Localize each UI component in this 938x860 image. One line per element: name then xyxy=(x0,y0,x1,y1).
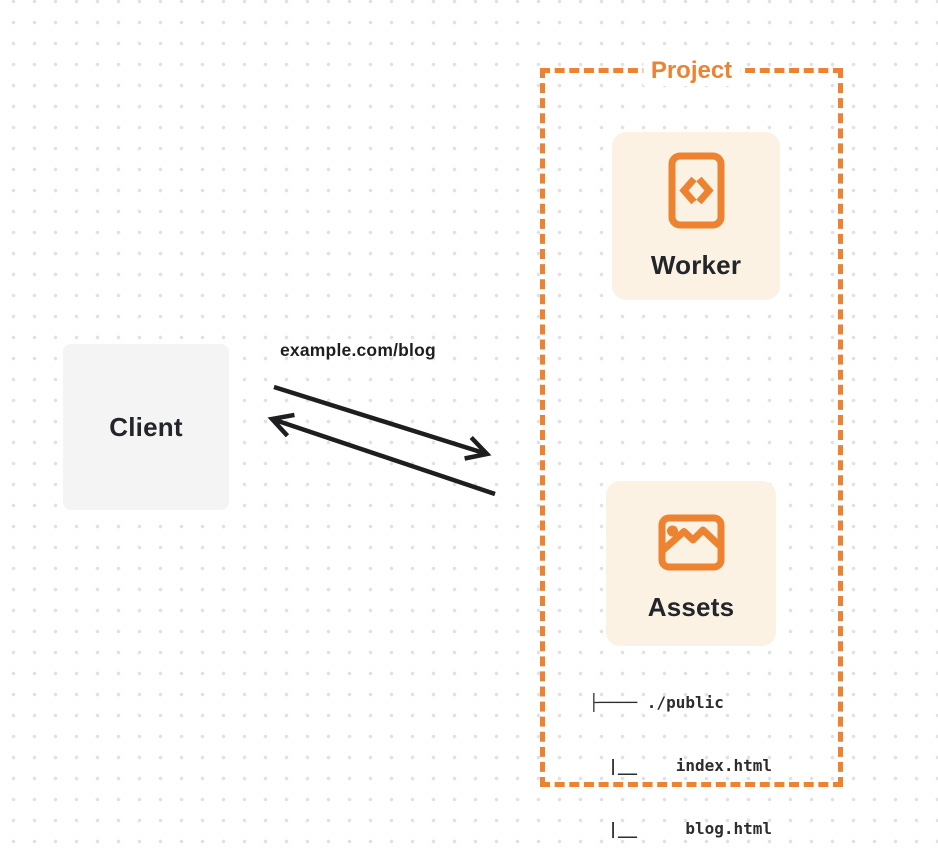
project-label: Project xyxy=(642,56,741,86)
tree-line-blog: |__ blog.html xyxy=(589,819,773,838)
worker-label: Worker xyxy=(650,250,742,280)
project-boundary: Project Worker Assets ├──── ./public |__… xyxy=(540,56,843,838)
client-label: Client xyxy=(109,411,183,442)
request-url-label: example.com/blog xyxy=(280,340,436,360)
client-node: Client xyxy=(63,344,229,510)
assets-node: Assets xyxy=(606,481,776,646)
tree-line-public: ├──── ./public xyxy=(589,693,724,712)
image-icon xyxy=(658,514,724,571)
assets-file-tree: ├──── ./public |__ index.html |__ blog.h… xyxy=(589,650,772,860)
tree-line-index: |__ index.html xyxy=(589,756,773,775)
assets-label: Assets xyxy=(647,592,735,622)
worker-node: Worker xyxy=(612,132,780,300)
code-file-icon xyxy=(668,152,724,229)
request-arrow xyxy=(273,384,492,461)
response-arrow xyxy=(267,412,496,497)
